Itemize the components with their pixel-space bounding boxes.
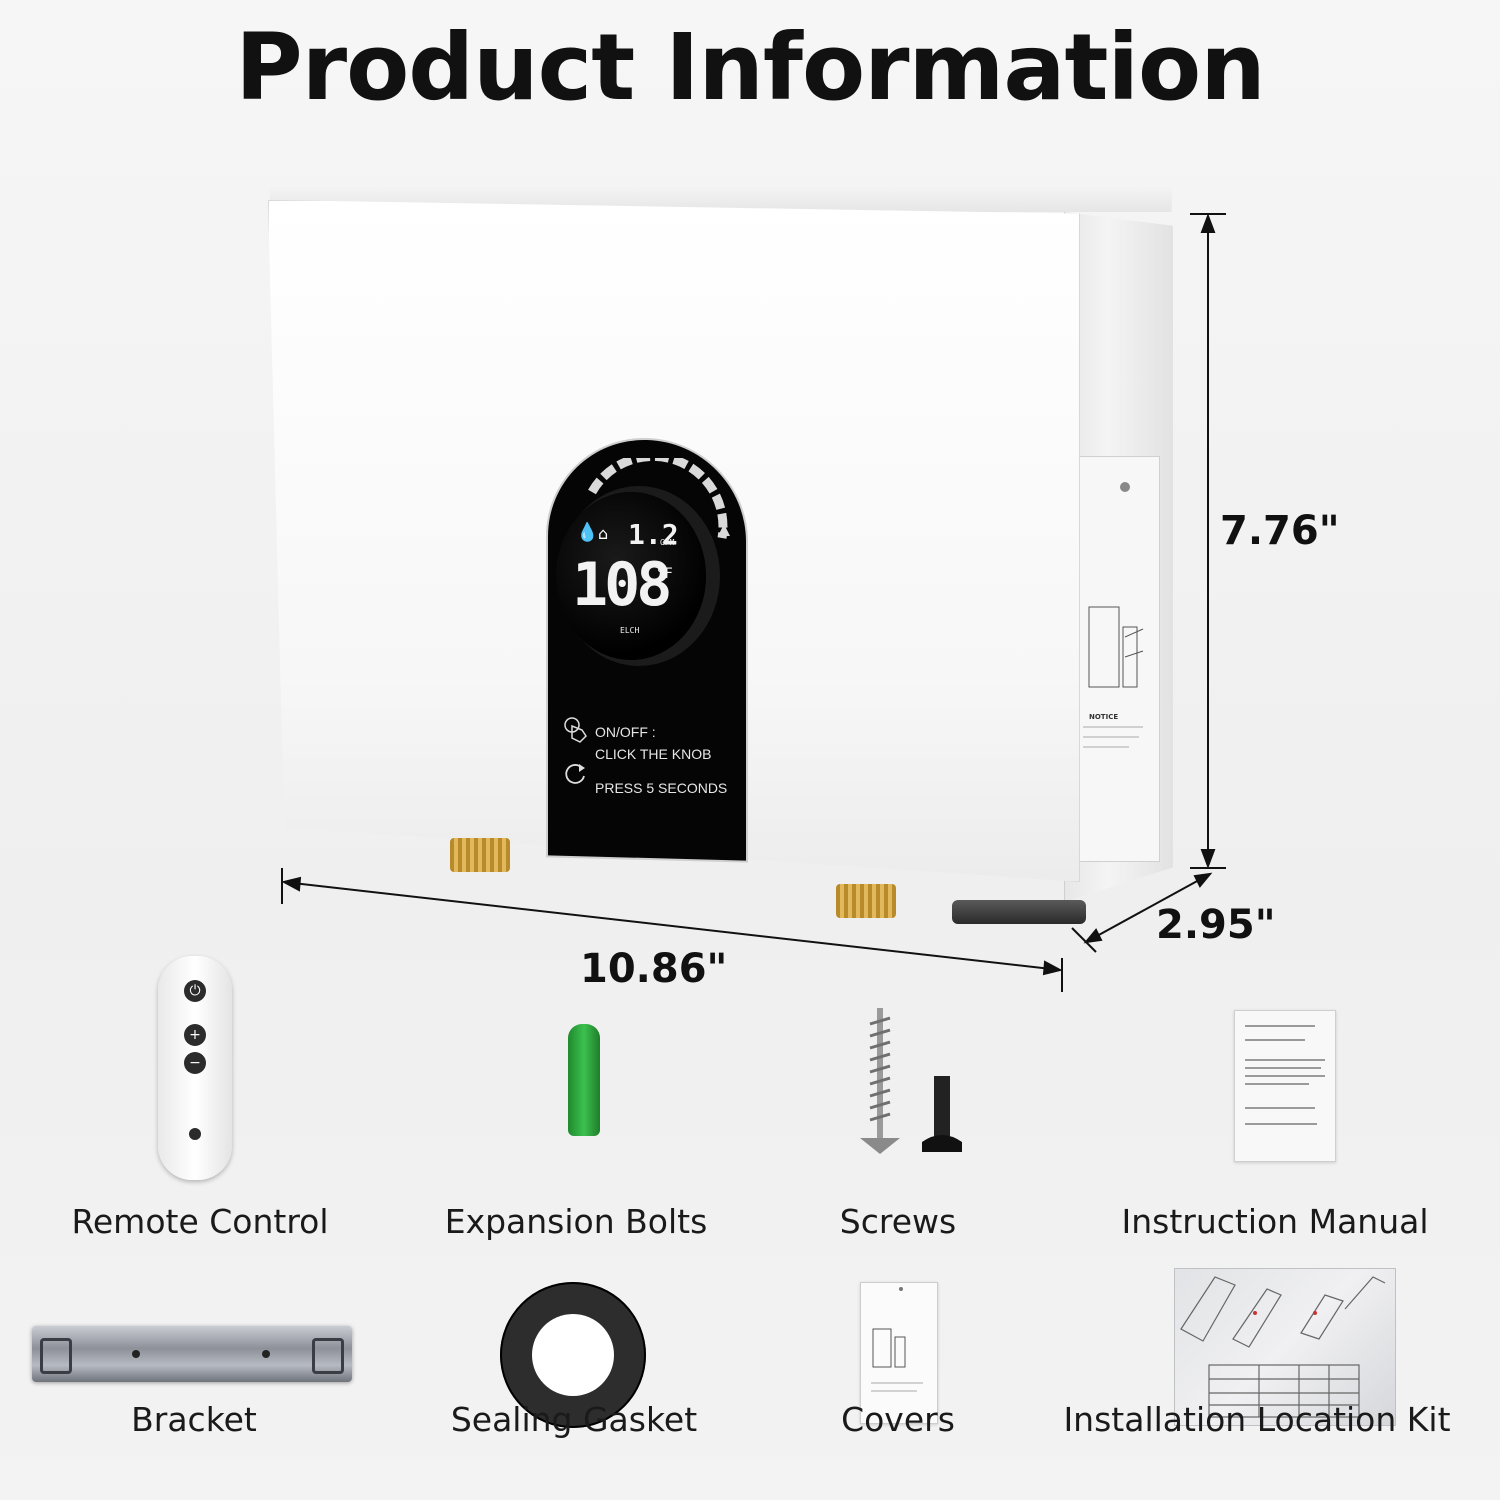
label-remote-control: Remote Control — [71, 1202, 329, 1241]
minus-icon: − — [184, 1052, 206, 1074]
touch-hand-icon — [564, 717, 587, 743]
onoff-label: ON/OFF : — [595, 724, 656, 740]
click-knob-label: CLICK THE KNOB — [595, 746, 712, 762]
installation-kit-image — [1174, 1268, 1396, 1426]
temperature-arc-icon — [588, 458, 730, 539]
plus-icon: + — [184, 1024, 206, 1046]
cover-diagram-icon — [871, 1287, 923, 1392]
water-drop-icon: 💧 — [576, 522, 599, 543]
label-screws: Screws — [839, 1202, 957, 1241]
rotate-icon — [565, 764, 585, 784]
label-bracket: Bracket — [131, 1400, 257, 1439]
press-seconds-label: PRESS 5 SECONDS — [595, 780, 728, 796]
brand-mark: ELCH — [620, 626, 640, 635]
gasket-hole — [532, 1314, 614, 1396]
depth-dimension: 2.95" — [1156, 902, 1276, 948]
covers-image — [860, 1282, 938, 1424]
remote-control-image: ⏻ + − — [158, 956, 232, 1180]
bolt-screw-icon — [922, 1076, 962, 1152]
brass-outlet-fitting — [836, 884, 896, 918]
label-installation-location-kit: Installation Location Kit — [1063, 1400, 1451, 1439]
power-icon: ⏻ — [184, 980, 206, 1002]
power-cable-outlet — [952, 900, 1086, 924]
instruction-manual-image — [1234, 1010, 1336, 1162]
side-notice-sticker: NOTICE — [1072, 456, 1160, 862]
height-dimension: 7.76" — [1220, 508, 1340, 554]
page-title: Product Information — [235, 14, 1265, 121]
brass-inlet-fitting — [450, 838, 510, 872]
control-knob[interactable] — [556, 492, 706, 660]
flow-value: 1.2 — [628, 518, 679, 551]
screws-image — [860, 1008, 962, 1154]
temperature-value: 108 — [572, 550, 672, 620]
sticker-notice-title: NOTICE — [1089, 713, 1119, 721]
temperature-unit: °F — [656, 566, 673, 582]
ir-sensor-icon — [189, 1128, 201, 1140]
sticker-diagram-icon — [1083, 482, 1144, 748]
label-expansion-bolts: Expansion Bolts — [444, 1202, 708, 1241]
flow-unit: GPM — [660, 538, 675, 547]
installation-diagram-icon — [1180, 1276, 1386, 1418]
label-covers: Covers — [841, 1400, 955, 1439]
wood-screw-icon — [860, 1008, 900, 1154]
label-sealing-gasket: Sealing Gasket — [450, 1400, 698, 1439]
width-dimension: 10.86" — [580, 946, 728, 992]
shower-icon: ⌂ — [598, 524, 609, 543]
expansion-bolt-image — [568, 1024, 600, 1136]
lcd-display: 💧 ⌂ 1.2 GPM 108 °F ELCH — [556, 492, 706, 660]
bracket-image — [32, 1326, 352, 1382]
label-instruction-manual: Instruction Manual — [1121, 1202, 1429, 1241]
